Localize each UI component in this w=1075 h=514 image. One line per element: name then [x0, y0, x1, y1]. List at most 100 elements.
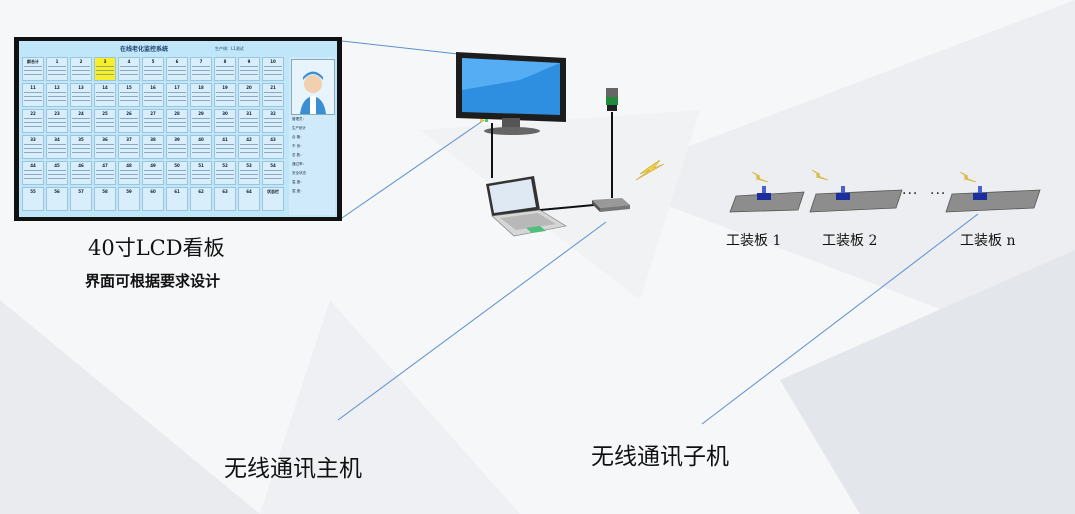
lcd-cell-line: [264, 96, 282, 98]
lcd-cell-line: [48, 66, 66, 68]
link-lcd-top: [341, 40, 477, 57]
lcd-cell-number: 45: [54, 163, 60, 168]
lcd-cell: 35: [70, 135, 92, 159]
lcd-cell-number: 47: [102, 163, 108, 168]
lcd-cell-line: [72, 70, 90, 72]
lcd-cell-line: [96, 122, 114, 124]
lcd-cell-line: [264, 174, 282, 176]
lcd-cell-line: [240, 174, 258, 176]
ellipsis-1: ···: [902, 186, 919, 202]
lcd-cell: 20: [238, 83, 260, 107]
lcd-cell-line: [144, 126, 162, 128]
lcd-cell-line: [168, 178, 186, 180]
fixture-board-1: [729, 186, 805, 213]
lcd-cell-number: 5: [151, 59, 155, 64]
lcd-cell-line: [24, 126, 42, 128]
lcd-cell-line: [192, 170, 210, 172]
lcd-cell: 25: [94, 109, 116, 133]
lcd-cell-line: [144, 122, 162, 124]
lcd-cell-line: [24, 178, 42, 180]
lcd-cell-line: [264, 126, 282, 128]
lcd-cell-line: [24, 170, 42, 172]
lcd-cell: 44: [22, 161, 44, 185]
lcd-cell: 41: [214, 135, 236, 159]
lcd-cell-line: [192, 148, 210, 150]
lcd-cell-line: [120, 74, 138, 76]
lcd-cell-number: 63: [222, 189, 228, 194]
lcd-cell-number: 8: [223, 59, 227, 64]
lcd-cell-line: [264, 144, 282, 146]
lcd-line-label: 生产线：L1测试: [215, 46, 244, 51]
lcd-cell-line: [96, 126, 114, 128]
lcd-cell-line: [120, 152, 138, 154]
lcd-cell: 59: [118, 187, 140, 211]
lcd-cell-line: [192, 118, 210, 120]
lcd-cell: 9: [238, 57, 260, 81]
lcd-cell: 2: [70, 57, 92, 81]
lcd-cell-line: [168, 100, 186, 102]
wireless-signal-icon: [635, 159, 665, 181]
lcd-cell-number: 42: [246, 137, 252, 142]
lcd-cell-line: [48, 100, 66, 102]
lcd-cell-number: 35: [78, 137, 84, 142]
lcd-cell-number: 53: [246, 163, 252, 168]
lcd-cell-number: 29: [198, 111, 204, 116]
lcd-cell-number: 64: [246, 189, 252, 194]
lcd-cell: 62: [190, 187, 212, 211]
lcd-side-label: 生产统计: [292, 126, 306, 130]
lcd-cell-number: 50: [174, 163, 180, 168]
lcd-cell-line: [144, 118, 162, 120]
lcd-cell-number: 60: [150, 189, 156, 194]
lcd-cell-line: [96, 66, 114, 68]
lcd-cell-number: 39: [174, 137, 180, 142]
lcd-cell-number: 48: [126, 163, 132, 168]
lcd-cell-line: [168, 66, 186, 68]
lcd-cell-number: 25: [102, 111, 108, 116]
monitor-icon: [456, 52, 566, 135]
lcd-cell: 56: [46, 187, 68, 211]
lcd-cell-line: [168, 152, 186, 154]
lcd-cell-line: [264, 118, 282, 120]
lcd-cell-line: [96, 170, 114, 172]
lcd-cell-number: 26: [126, 111, 132, 116]
lcd-cell: 群合计: [22, 57, 44, 81]
lcd-cell-line: [48, 70, 66, 72]
lcd-cell-line: [24, 174, 42, 176]
lcd-cell-line: [120, 178, 138, 180]
lcd-cell-line: [168, 92, 186, 94]
lcd-cell-number: 55: [30, 189, 36, 194]
lcd-cell-line: [48, 118, 66, 120]
lcd-cell-line: [216, 122, 234, 124]
lcd-cell-line: [144, 148, 162, 150]
lcd-cell: 55: [22, 187, 44, 211]
lcd-cell: 63: [214, 187, 236, 211]
lcd-cell-line: [48, 152, 66, 154]
operator-photo: [291, 59, 335, 115]
lcd-cell-line: [24, 122, 42, 124]
lcd-cell: 36: [94, 135, 116, 159]
ellipsis-2: ···: [930, 186, 947, 202]
lcd-cell-line: [24, 148, 42, 150]
lcd-cell: 7: [190, 57, 212, 81]
lcd-cell-line: [120, 122, 138, 124]
lcd-cell-line: [192, 96, 210, 98]
lcd-cell: 50: [166, 161, 188, 185]
lcd-cell-number: 33: [30, 137, 36, 142]
lcd-cell-line: [216, 66, 234, 68]
lcd-cell-line: [48, 74, 66, 76]
lcd-cell-line: [264, 178, 282, 180]
lcd-cell-line: [144, 96, 162, 98]
lcd-cell-number: 54: [270, 163, 276, 168]
lcd-cell-line: [240, 144, 258, 146]
lcd-side-label: 温 度：: [292, 180, 304, 184]
lcd-cell-line: [216, 100, 234, 102]
lcd-cell-number: 6: [175, 59, 179, 64]
lcd-cell-number: 51: [198, 163, 204, 168]
lcd-cell-line: [72, 152, 90, 154]
lcd-cell: 12: [46, 83, 68, 107]
lcd-cell-line: [24, 118, 42, 120]
callout-host: [337, 221, 607, 421]
lcd-cell: 状态栏: [262, 187, 284, 211]
lcd-cell: 47: [94, 161, 116, 185]
